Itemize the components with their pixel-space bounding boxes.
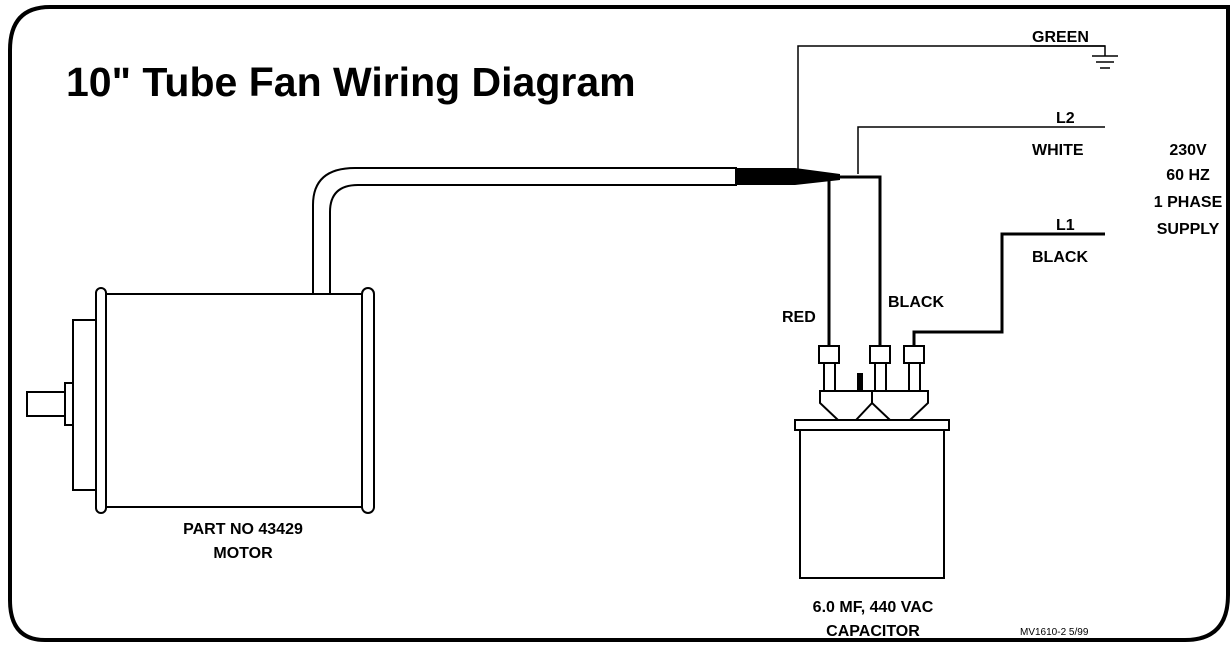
capacitor [794, 345, 950, 579]
cap-base-right [871, 390, 929, 421]
label-white: WHITE [1032, 142, 1084, 159]
motor-front-plate [72, 319, 98, 491]
label-black: BLACK [888, 294, 944, 311]
svg-text:1 PHASE: 1 PHASE [1154, 194, 1223, 211]
motor-left-rim [95, 287, 107, 514]
cap-lid [794, 419, 950, 431]
wire-l1-black [912, 232, 1105, 345]
cap-can [799, 429, 945, 579]
capacitor-rating-label: 6.0 MF, 440 VAC [813, 599, 934, 616]
diagram-title: 10" Tube Fan Wiring Diagram [66, 59, 636, 105]
diagram-frame [8, 5, 1230, 642]
svg-text:230V: 230V [1169, 142, 1207, 159]
ground-icon [1092, 55, 1118, 69]
terminal-center [869, 345, 891, 364]
center-pin [857, 373, 863, 392]
motor-cable [312, 167, 737, 294]
motor-body [103, 293, 367, 508]
supply-label: 230V 60 HZ 1 PHASE SUPPLY [1154, 142, 1223, 238]
capacitor-label: CAPACITOR [826, 623, 920, 640]
post-center [874, 362, 887, 392]
motor-part-label: PART NO 43429 [183, 521, 303, 538]
wire-red [827, 175, 840, 345]
motor [26, 287, 375, 514]
post-left [823, 362, 836, 392]
label-l2: L2 [1056, 110, 1075, 127]
doc-code: MV1610-2 5/99 [1020, 627, 1089, 638]
motor-right-rim [361, 287, 375, 514]
motor-label: MOTOR [213, 545, 273, 562]
motor-shaft [26, 391, 68, 417]
label-l1: L1 [1056, 217, 1075, 234]
wire-white [857, 126, 1105, 174]
wire-green [797, 45, 1106, 170]
wire-black-cap [840, 175, 882, 345]
svg-text:60 HZ: 60 HZ [1166, 167, 1210, 184]
label-green: GREEN [1032, 29, 1089, 46]
svg-text:SUPPLY: SUPPLY [1157, 221, 1220, 238]
terminal-right [903, 345, 925, 364]
terminal-left [818, 345, 840, 364]
label-l1-black: BLACK [1032, 249, 1088, 266]
cable-sheath-end [735, 168, 795, 185]
label-red: RED [782, 309, 816, 326]
cap-base-left [819, 390, 873, 421]
post-right [908, 362, 921, 392]
